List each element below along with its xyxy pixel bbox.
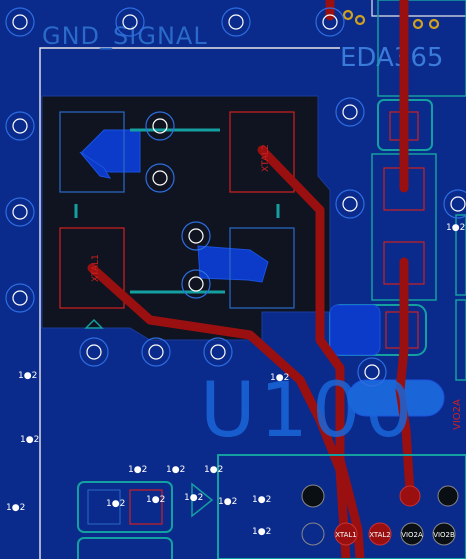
via-icon xyxy=(203,337,233,367)
top-layer-traces xyxy=(87,0,415,559)
net-label: 1●2 xyxy=(218,497,237,507)
via-icon xyxy=(115,7,145,37)
via-icon xyxy=(322,14,338,30)
board-outline-right xyxy=(371,0,466,17)
via-icon xyxy=(335,189,365,219)
component-designator: U100 xyxy=(200,365,417,454)
via-icon xyxy=(342,104,358,120)
net-label: 1●2 xyxy=(270,373,289,383)
via-icon xyxy=(152,118,168,134)
ic-pad-row[interactable]: XTAL1 XTAL2 VIO2A VIO2B xyxy=(301,484,459,546)
crystal-keepout-region xyxy=(41,95,331,341)
via-icon xyxy=(12,14,28,30)
via-icon xyxy=(357,357,387,387)
via-icon xyxy=(5,7,35,37)
via-icon xyxy=(148,344,164,360)
via-icon xyxy=(152,170,168,186)
net-label: 1●2 xyxy=(252,495,271,505)
net-label: 1●2 xyxy=(20,435,39,445)
via-icon xyxy=(181,221,211,251)
via-icon xyxy=(228,14,244,30)
via-icon xyxy=(5,283,35,313)
bottom-left-components[interactable] xyxy=(77,318,214,559)
via-icon xyxy=(122,14,138,30)
board-outline xyxy=(39,47,340,559)
net-label-group: 1●2 1●2 1●2 1●2 1●2 1●2 1●2 1●2 1●2 1●2 1●2 1●2 1●2 1… xyxy=(6,223,465,537)
watermark-text: EDA365 xyxy=(340,43,443,73)
via-icon xyxy=(315,7,345,37)
crystal-pin-label-xtal2: XTAL2 xyxy=(261,144,271,172)
via-icon xyxy=(141,337,171,367)
via-icon xyxy=(5,111,35,141)
via-icon xyxy=(364,364,380,380)
net-label: 1●2 xyxy=(166,465,185,475)
crystal-pin-label-xtal1: XTAL1 xyxy=(91,254,101,282)
ic-footprint-outline[interactable] xyxy=(217,454,466,559)
via-icon xyxy=(86,344,102,360)
via-icon xyxy=(145,163,175,193)
triangle-marker-icon xyxy=(84,318,104,329)
via-icon xyxy=(188,276,204,292)
via-icon xyxy=(210,344,226,360)
net-label: 1●2 xyxy=(146,495,165,505)
net-label: 1●2 xyxy=(184,493,203,503)
side-label-vio2a: VIO2A xyxy=(452,399,463,430)
via-icon xyxy=(342,196,358,212)
net-label: 1●2 xyxy=(446,223,465,233)
net-label: 1●2 xyxy=(6,503,25,513)
via-array xyxy=(5,7,466,387)
orange-pad-cluster[interactable] xyxy=(342,9,440,30)
via-icon xyxy=(12,290,28,306)
via-icon xyxy=(335,97,365,127)
net-label: 1●2 xyxy=(128,465,147,475)
net-label: 1●2 xyxy=(18,371,37,381)
crystal-footprint[interactable] xyxy=(59,111,295,309)
via-icon xyxy=(443,189,466,219)
via-icon xyxy=(145,111,175,141)
via-icon xyxy=(12,118,28,134)
via-icon xyxy=(188,228,204,244)
via-icon xyxy=(5,197,35,227)
via-icon xyxy=(79,337,109,367)
ic-pin-vio2a: VIO2A xyxy=(401,531,423,539)
ic-pin-vio2b: VIO2B xyxy=(433,531,455,539)
ic-pin-xtal2: XTAL2 xyxy=(369,531,391,539)
bottom-layer-copper xyxy=(79,129,445,417)
via-icon xyxy=(181,269,211,299)
net-label: 1●2 xyxy=(252,527,271,537)
net-label: 1●2 xyxy=(204,465,223,475)
via-icon xyxy=(450,196,466,212)
via-icon xyxy=(12,204,28,220)
ic-pin-xtal1: XTAL1 xyxy=(335,531,357,539)
via-icon xyxy=(221,7,251,37)
net-label: 1●2 xyxy=(106,499,125,509)
